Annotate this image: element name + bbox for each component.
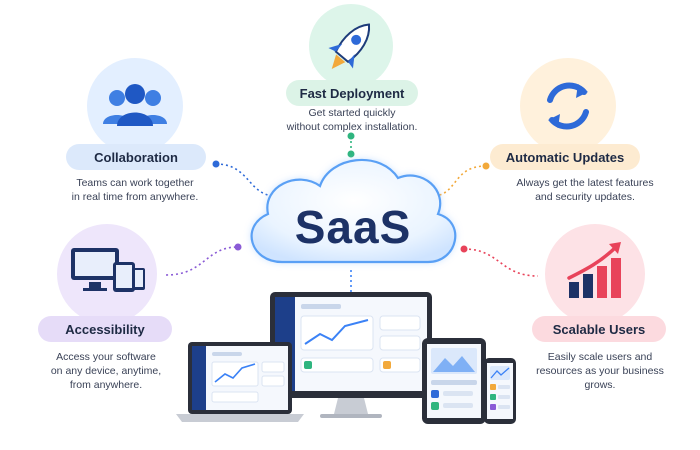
- cloud-icon: [250, 158, 457, 264]
- laptop-icon: [176, 342, 304, 422]
- automatic-updates-title: Automatic Updates: [490, 144, 640, 170]
- scalable-users-icon-circle: [545, 224, 645, 324]
- desktop-monitor-icon: [270, 292, 432, 418]
- fast-deployment-icon-circle: [309, 4, 393, 88]
- multi-device-icon: [71, 248, 145, 292]
- connector-accessibility: [165, 246, 239, 276]
- tablet-icon: [422, 338, 486, 424]
- scalable-users-title: Scalable Users: [532, 316, 666, 342]
- device-showcase: [176, 292, 516, 424]
- rocket-icon: [328, 23, 371, 69]
- connector-scalable-users: [463, 248, 539, 277]
- accessibility-title: Accessibility: [38, 316, 172, 342]
- collaboration-title: Collaboration: [66, 144, 206, 170]
- growth-chart-icon: [567, 242, 621, 298]
- accessibility-icon-circle: [57, 224, 157, 324]
- connector-automatic-updates: [431, 165, 487, 197]
- people-group-icon: [103, 84, 167, 126]
- collaboration-icon-circle: [87, 58, 183, 154]
- refresh-arrows-icon: [547, 82, 589, 130]
- fast-deployment-title: Fast Deployment: [286, 80, 418, 106]
- saas-label: SaaS: [294, 201, 412, 253]
- smartphone-icon: [484, 358, 516, 424]
- automatic-updates-icon-circle: [520, 58, 616, 154]
